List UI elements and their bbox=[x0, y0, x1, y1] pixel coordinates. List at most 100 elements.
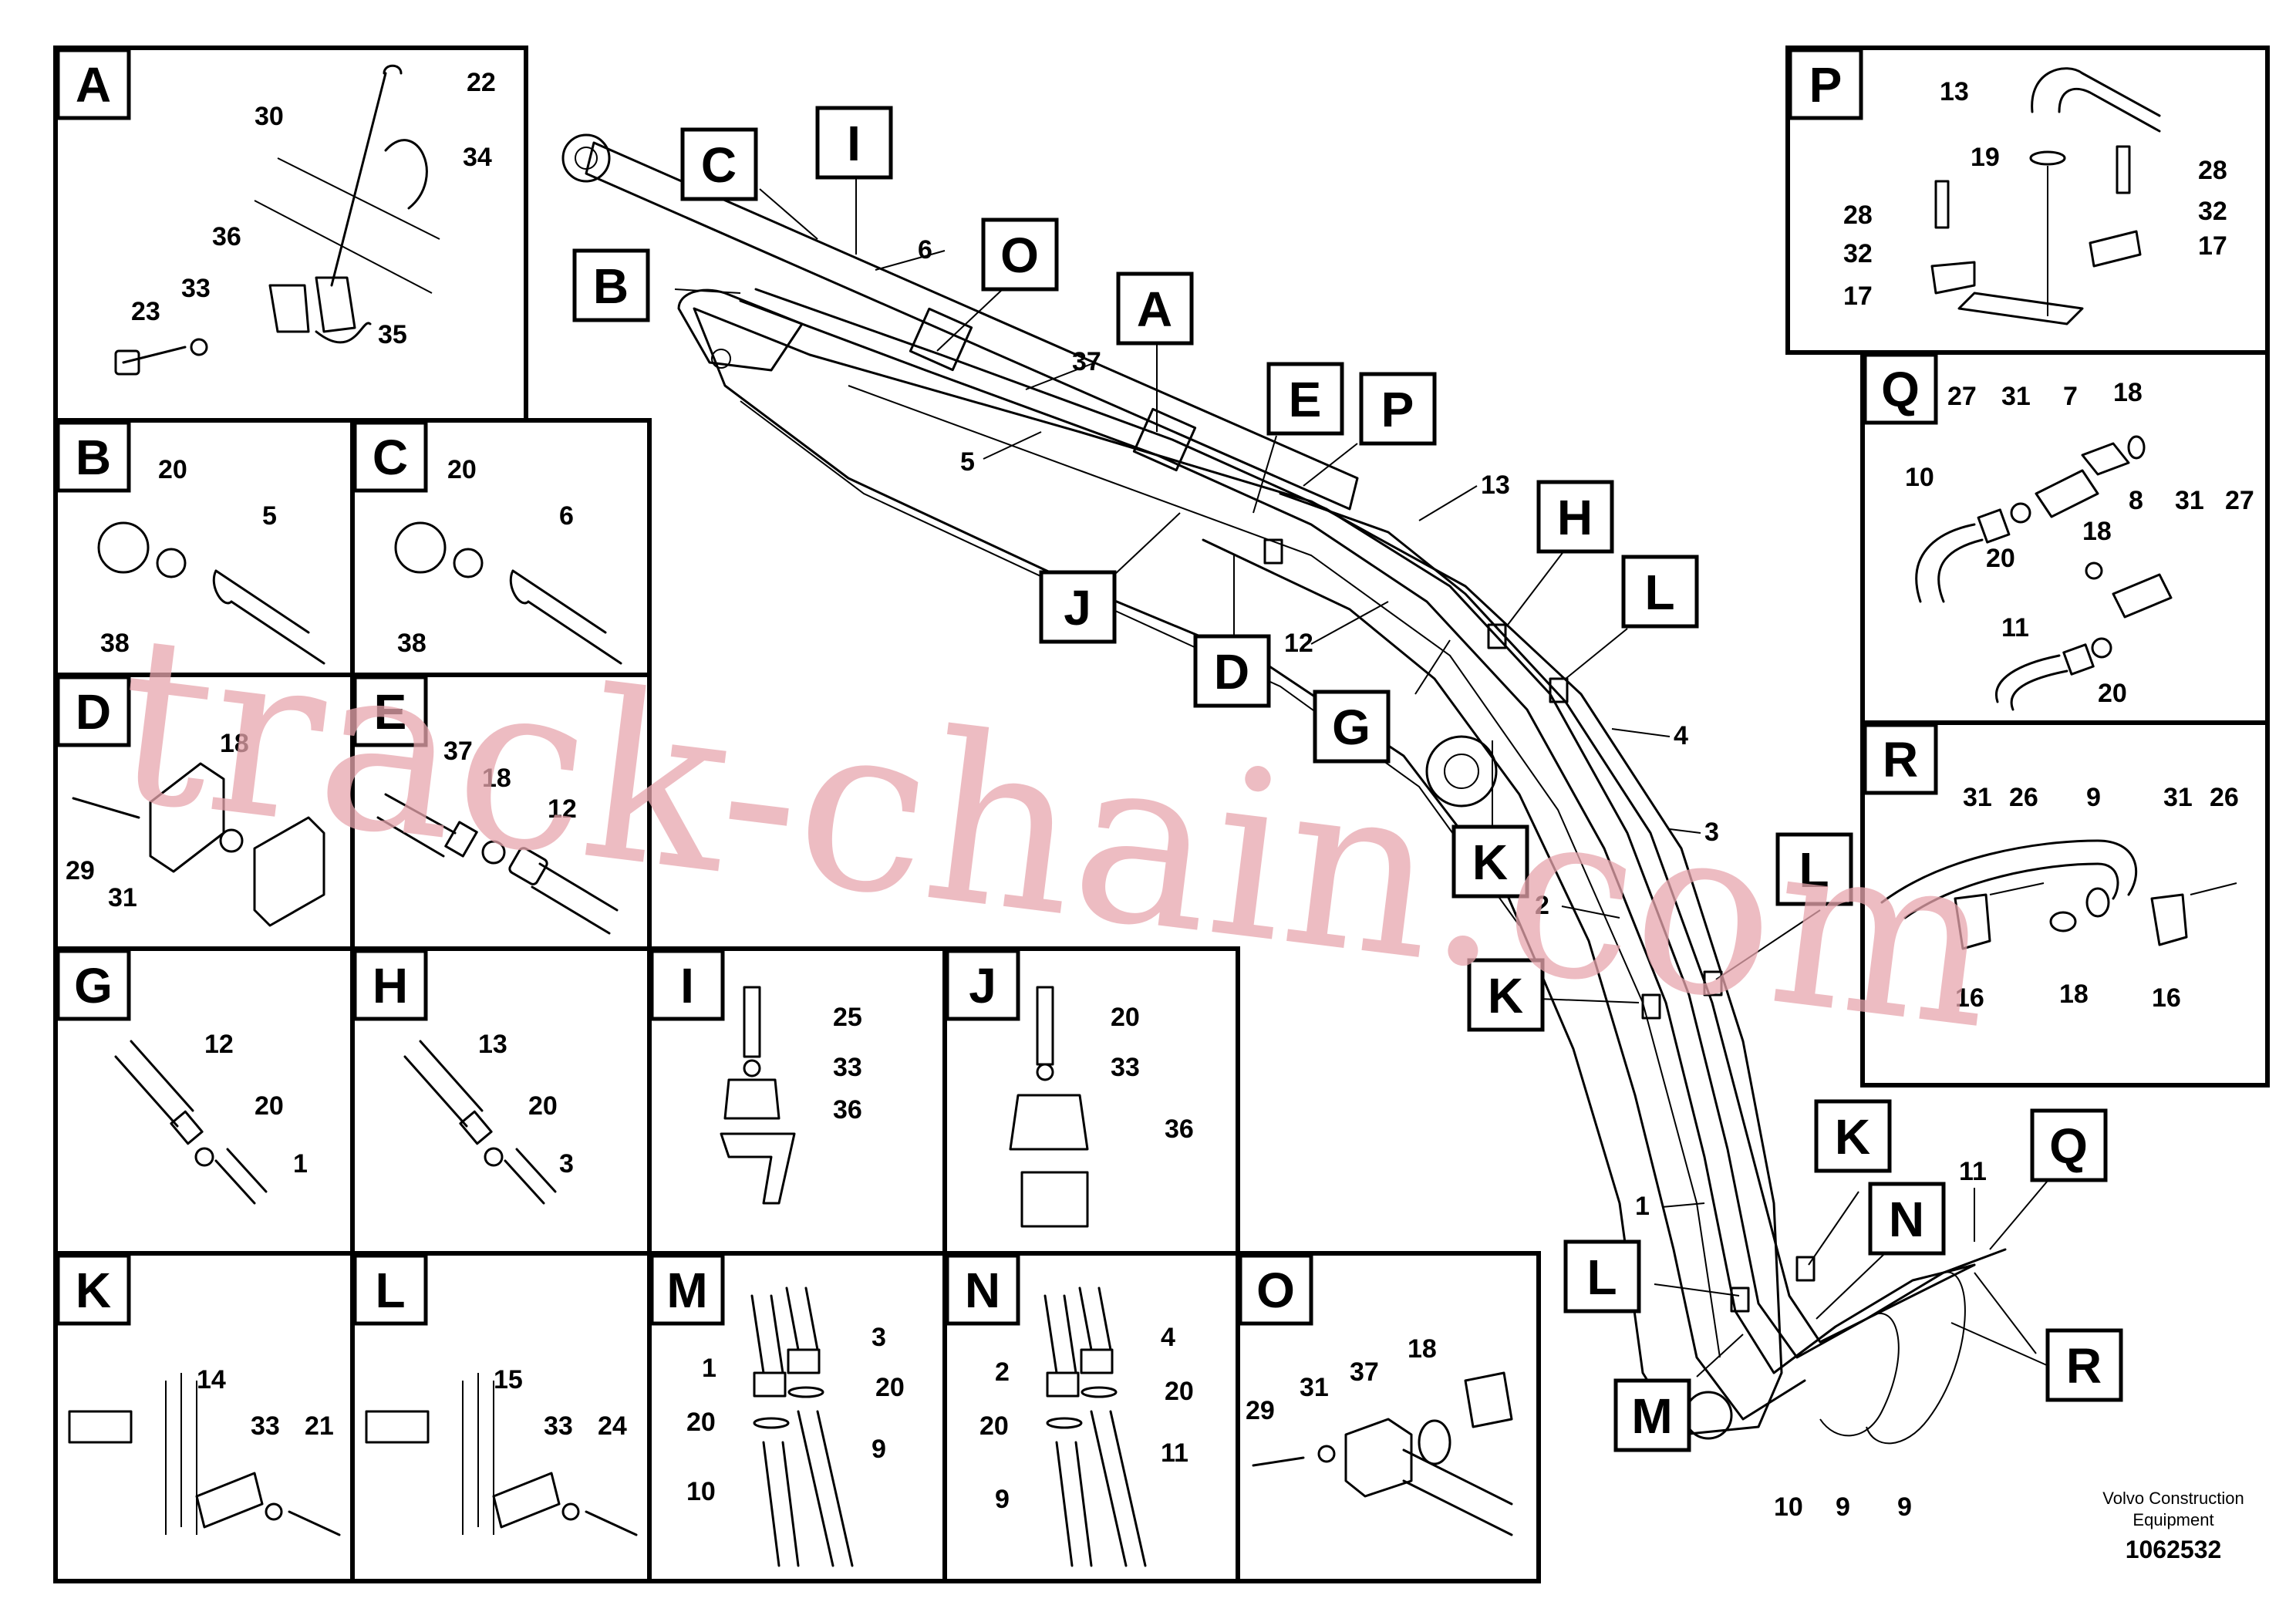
cylinder-collar bbox=[909, 307, 973, 372]
svg-text:20: 20 bbox=[255, 1091, 284, 1121]
svg-text:R: R bbox=[1883, 732, 1918, 787]
svg-text:D: D bbox=[76, 684, 111, 740]
cylinder-eye-hole bbox=[575, 147, 598, 170]
svg-text:18: 18 bbox=[482, 764, 511, 793]
boom-tip bbox=[677, 288, 804, 372]
callout-tag-E[interactable]: E bbox=[1266, 362, 1344, 436]
svg-text:33: 33 bbox=[544, 1411, 573, 1441]
svg-text:18: 18 bbox=[1408, 1334, 1437, 1364]
svg-text:N: N bbox=[965, 1263, 1000, 1318]
callout-tag-L[interactable]: L bbox=[1775, 832, 1853, 906]
callout-tag-J[interactable]: J bbox=[1039, 570, 1117, 644]
svg-text:22: 22 bbox=[467, 68, 496, 97]
callout-tag-D[interactable]: D bbox=[1193, 634, 1271, 708]
callout-tag-A[interactable]: A bbox=[1116, 271, 1194, 346]
svg-text:G: G bbox=[74, 958, 113, 1013]
main-boom-drawing bbox=[561, 133, 2007, 1445]
detail-box-L: L 15 33 24 bbox=[350, 1251, 652, 1583]
svg-text:20: 20 bbox=[447, 455, 477, 484]
svg-text:K: K bbox=[76, 1263, 111, 1318]
svg-text:N: N bbox=[1889, 1192, 1924, 1247]
svg-text:31: 31 bbox=[1300, 1373, 1329, 1402]
svg-text:10: 10 bbox=[1905, 463, 1934, 492]
svg-text:13: 13 bbox=[478, 1030, 507, 1059]
detail-box-I: I 25 33 36 bbox=[647, 946, 947, 1256]
svg-text:29: 29 bbox=[66, 856, 95, 885]
svg-text:20: 20 bbox=[875, 1373, 905, 1402]
svg-text:C: C bbox=[701, 137, 737, 193]
detail-box-C: C 20 6 38 bbox=[350, 418, 652, 677]
callout-tag-P[interactable]: P bbox=[1359, 372, 1437, 446]
svg-text:J: J bbox=[1064, 580, 1091, 636]
svg-text:7: 7 bbox=[2063, 382, 2078, 411]
svg-text:E: E bbox=[1289, 372, 1322, 427]
svg-text:34: 34 bbox=[463, 143, 492, 172]
svg-text:Q: Q bbox=[1881, 362, 1920, 417]
main-number: 1 bbox=[1635, 1192, 1650, 1221]
main-part-numbers: 6 37 5 13 12 4 3 2 1 11 10 9 9 bbox=[875, 235, 1987, 1522]
callout-tag-B[interactable]: B bbox=[572, 248, 650, 322]
callout-tag-G[interactable]: G bbox=[1313, 690, 1391, 764]
svg-text:33: 33 bbox=[181, 274, 211, 303]
main-number: 13 bbox=[1481, 470, 1510, 500]
detail-box-H: H 13 20 3 bbox=[350, 946, 652, 1256]
main-number: 4 bbox=[1674, 721, 1688, 750]
svg-text:18: 18 bbox=[220, 729, 249, 758]
svg-text:37: 37 bbox=[443, 737, 473, 766]
callout-tag-L[interactable]: L bbox=[1563, 1239, 1641, 1313]
svg-text:33: 33 bbox=[251, 1411, 280, 1441]
svg-text:C: C bbox=[373, 430, 408, 485]
callout-tag-K[interactable]: K bbox=[1814, 1099, 1892, 1173]
svg-text:31: 31 bbox=[108, 883, 137, 912]
drawing-number: 1062532 bbox=[2126, 1536, 2222, 1563]
svg-text:23: 23 bbox=[131, 297, 160, 326]
callout-tag-C[interactable]: C bbox=[680, 127, 758, 201]
svg-text:14: 14 bbox=[197, 1365, 226, 1394]
svg-text:O: O bbox=[1256, 1263, 1295, 1318]
boom-body-outline bbox=[693, 307, 1783, 1436]
callout-tag-I[interactable]: I bbox=[815, 106, 893, 180]
callout-tag-M[interactable]: M bbox=[1613, 1378, 1691, 1452]
hose-line-12 bbox=[1202, 538, 1806, 1421]
svg-text:18: 18 bbox=[2113, 378, 2143, 407]
svg-text:B: B bbox=[76, 430, 111, 485]
svg-text:H: H bbox=[373, 958, 408, 1013]
svg-text:L: L bbox=[1586, 1249, 1617, 1305]
svg-text:20: 20 bbox=[1165, 1377, 1194, 1406]
svg-text:36: 36 bbox=[1165, 1114, 1194, 1144]
clamp bbox=[1487, 623, 1507, 649]
svg-text:5: 5 bbox=[262, 501, 277, 531]
svg-text:20: 20 bbox=[158, 455, 187, 484]
svg-text:K: K bbox=[1472, 835, 1508, 890]
detail-box-O: O 29 31 37 18 bbox=[1236, 1251, 1541, 1583]
callout-tag-R[interactable]: R bbox=[2045, 1328, 2123, 1402]
callout-tag-L[interactable]: L bbox=[1621, 555, 1699, 629]
callout-tag-K[interactable]: K bbox=[1467, 958, 1545, 1032]
callout-tag-O[interactable]: O bbox=[981, 218, 1059, 292]
callout-tag-H[interactable]: H bbox=[1536, 480, 1614, 554]
detail-box-G: G 12 20 1 bbox=[53, 946, 355, 1256]
svg-text:24: 24 bbox=[598, 1411, 627, 1441]
detail-box-P: P 13 19 28 32 17 28 32 17 bbox=[1785, 46, 2270, 355]
svg-text:9: 9 bbox=[2086, 783, 2101, 812]
svg-text:26: 26 bbox=[2009, 783, 2038, 812]
svg-text:20: 20 bbox=[979, 1411, 1009, 1441]
main-number: 11 bbox=[1959, 1157, 1987, 1186]
callout-tag-Q[interactable]: Q bbox=[2030, 1108, 2108, 1182]
boom-cylinder bbox=[585, 141, 1359, 511]
detail-box-D: D 18 29 31 bbox=[53, 673, 355, 951]
svg-text:31: 31 bbox=[2163, 783, 2193, 812]
svg-text:31: 31 bbox=[2175, 486, 2204, 515]
svg-text:17: 17 bbox=[1843, 282, 1873, 311]
callout-tag-K[interactable]: K bbox=[1451, 824, 1529, 899]
detail-box-N: N 2 4 20 20 11 9 bbox=[942, 1251, 1240, 1583]
callout-tag-N[interactable]: N bbox=[1868, 1182, 1946, 1256]
svg-text:D: D bbox=[1214, 644, 1249, 700]
svg-text:A: A bbox=[1137, 282, 1172, 337]
svg-text:31: 31 bbox=[1963, 783, 1992, 812]
detail-box-A: A 22 30 34 36 33 23 35 bbox=[53, 46, 528, 423]
hose-line-5 bbox=[739, 299, 1976, 1374]
detail-box-J: J 20 33 36 bbox=[942, 946, 1240, 1256]
svg-text:36: 36 bbox=[833, 1095, 862, 1125]
svg-text:11: 11 bbox=[1161, 1438, 1188, 1468]
